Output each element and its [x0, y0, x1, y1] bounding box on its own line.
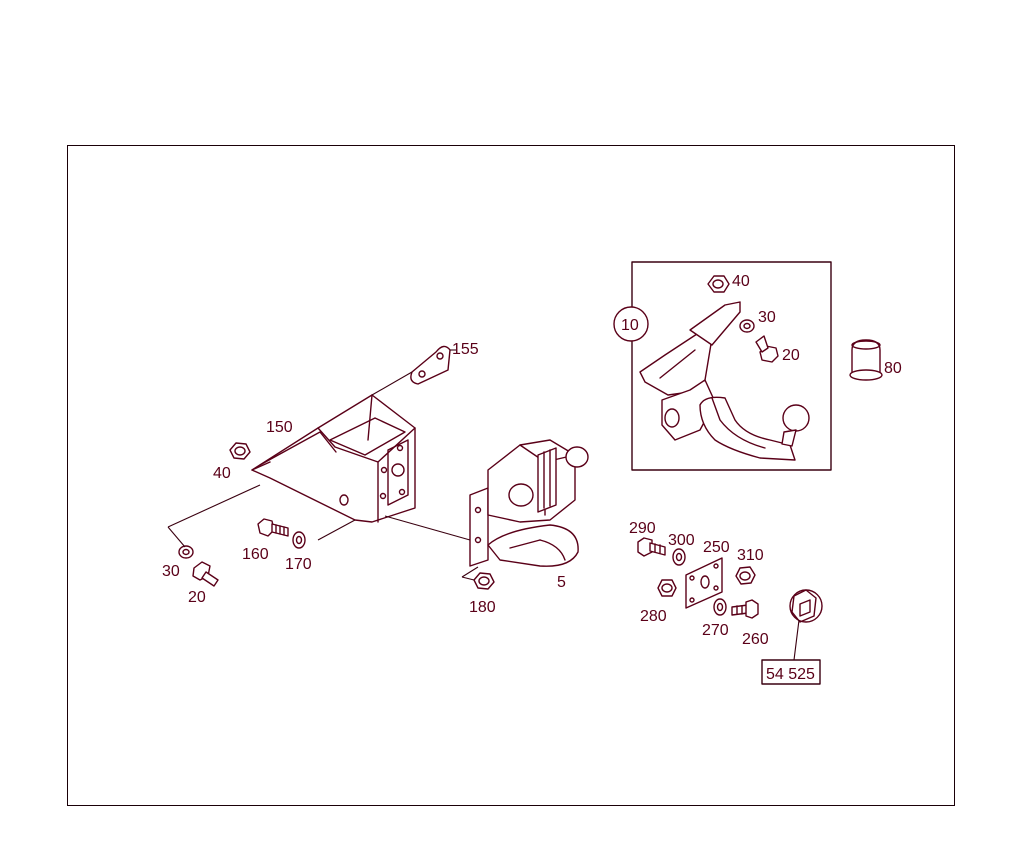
label-160: 160 — [242, 546, 269, 563]
label-310: 310 — [737, 547, 764, 564]
washer-270[interactable] — [713, 598, 727, 616]
washer-30-left[interactable] — [178, 545, 194, 559]
label-155: 155 — [452, 341, 479, 358]
bolt-260[interactable] — [731, 599, 759, 619]
nut-40-left[interactable] — [229, 442, 251, 460]
leader-180 — [461, 566, 479, 581]
label-20-left: 20 — [188, 589, 206, 606]
bolt-290[interactable] — [637, 537, 666, 557]
label-30-right: 30 — [758, 309, 776, 326]
assembly-10-box — [631, 261, 832, 471]
washer-30-right[interactable] — [739, 319, 755, 333]
label-290: 290 — [629, 520, 656, 537]
washer-170[interactable] — [292, 531, 306, 549]
leader-5 — [384, 515, 471, 541]
label-80: 80 — [884, 360, 902, 377]
cap-80[interactable] — [849, 339, 883, 381]
diagram-frame — [67, 145, 955, 806]
label-10: 10 — [621, 317, 639, 334]
plate-250[interactable] — [685, 557, 723, 609]
label-30-left: 30 — [162, 563, 180, 580]
washer-300[interactable] — [672, 548, 686, 566]
leader-socket — [793, 619, 800, 661]
reference-box — [761, 659, 821, 685]
plate-155[interactable] — [410, 345, 451, 385]
label-40-left: 40 — [213, 465, 231, 482]
coupling-head-5[interactable] — [469, 439, 589, 567]
leader-30-left — [167, 484, 261, 528]
tow-ball-assembly-10[interactable] — [639, 301, 810, 461]
callout-10-circle — [613, 306, 649, 342]
label-150: 150 — [266, 419, 293, 436]
bolt-20-left[interactable] — [192, 561, 219, 587]
mounting-bracket-150[interactable] — [251, 394, 416, 523]
leader-170 — [317, 519, 356, 541]
label-260: 260 — [742, 631, 769, 648]
bolt-160[interactable] — [257, 518, 289, 537]
nut-310[interactable] — [735, 566, 756, 585]
label-280: 280 — [640, 608, 667, 625]
bolt-20-right[interactable] — [755, 335, 779, 363]
label-170: 170 — [285, 556, 312, 573]
nut-180[interactable] — [473, 572, 495, 590]
label-5: 5 — [557, 574, 566, 591]
electrical-socket[interactable] — [789, 589, 823, 623]
label-20-right: 20 — [782, 347, 800, 364]
reference-code: 54 525 — [766, 666, 815, 683]
nut-40-right[interactable] — [707, 275, 730, 293]
nut-280[interactable] — [657, 579, 677, 597]
label-180: 180 — [469, 599, 496, 616]
label-270: 270 — [702, 622, 729, 639]
leader-155 — [371, 371, 413, 396]
label-300: 300 — [668, 532, 695, 549]
label-250: 250 — [703, 539, 730, 556]
label-40-right: 40 — [732, 273, 750, 290]
